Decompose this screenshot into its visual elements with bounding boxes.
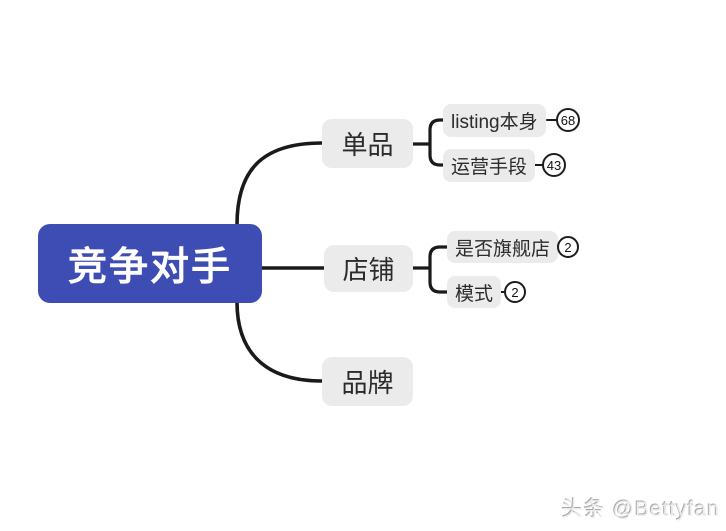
watermark-text: 头条 @Bettyfan — [561, 498, 720, 521]
child-node-moshi[interactable]: 模式 — [447, 276, 502, 308]
count-badge-qijiandian[interactable]: 2 — [557, 236, 579, 258]
count-badge-listing[interactable]: 68 — [556, 108, 580, 132]
child-node-yunying[interactable]: 运营手段 — [443, 149, 536, 182]
branch-node-danpin[interactable]: 单品 — [322, 119, 413, 168]
count-badge-yunying[interactable]: 43 — [542, 153, 566, 177]
child-node-listing[interactable]: listing本身 — [443, 104, 546, 137]
child-node-qijiandian[interactable]: 是否旗舰店 — [447, 231, 559, 263]
edge-root-danpin — [235, 141, 324, 227]
branch-node-dianpu[interactable]: 店铺 — [324, 245, 413, 292]
root-node-competitors[interactable]: 竞争对手 — [38, 224, 262, 303]
branch-node-pinpai[interactable]: 品牌 — [322, 357, 413, 406]
count-badge-moshi[interactable]: 2 — [504, 281, 526, 303]
edge-dianpu-children — [410, 245, 450, 294]
edge-danpin-children — [410, 118, 447, 167]
edge-root-pinpai — [235, 300, 324, 383]
